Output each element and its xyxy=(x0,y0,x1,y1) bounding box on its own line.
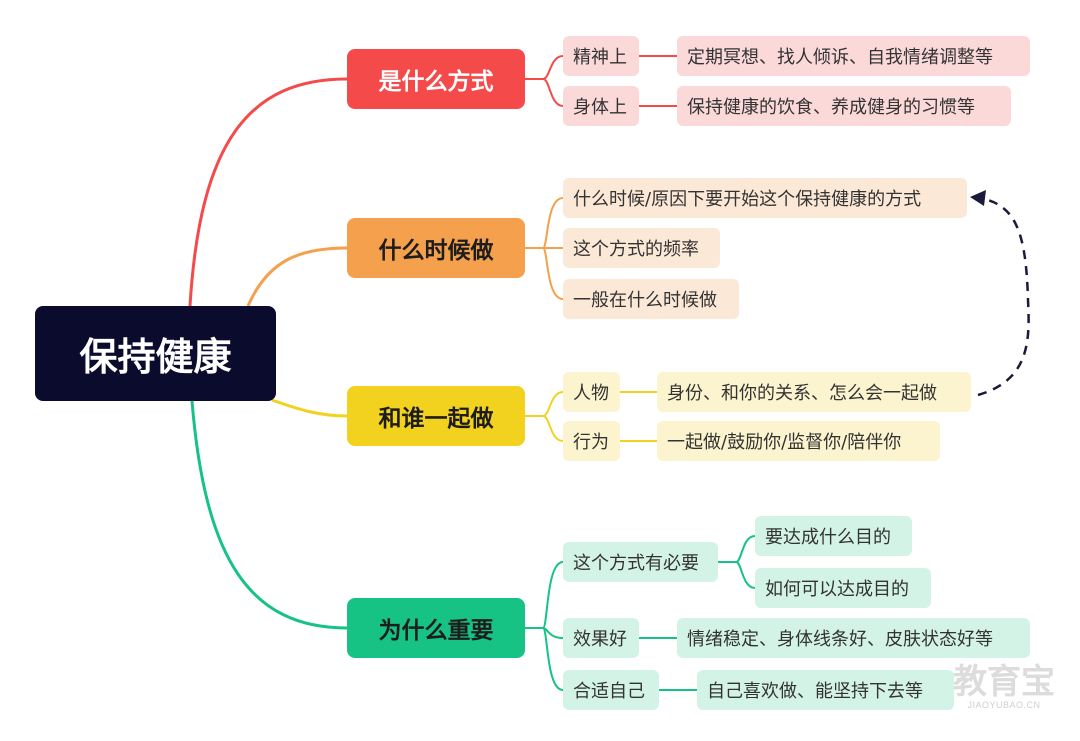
branch-with-whom[interactable]: 和谁一起做 xyxy=(347,386,525,446)
branch-when[interactable]: 什么时候做 xyxy=(347,218,525,278)
connector-yellow-2 xyxy=(542,415,564,442)
topic-person-detail[interactable]: 身份、和你的关系、怎么会一起做 xyxy=(657,372,971,412)
connector-green-4 xyxy=(718,535,756,563)
topic-behavior[interactable]: 行为 xyxy=(563,421,620,461)
topic-suitable[interactable]: 合适自己 xyxy=(563,670,659,710)
topic-suitable-detail[interactable]: 自己喜欢做、能坚持下去等 xyxy=(697,670,954,710)
connector-green-5 xyxy=(735,561,756,589)
topic-behavior-detail[interactable]: 一起做/鼓励你/监督你/陪伴你 xyxy=(657,421,940,461)
topic-mental-detail[interactable]: 定期冥想、找人倾诉、自我情绪调整等 xyxy=(677,36,1030,76)
topic-good-effect[interactable]: 效果好 xyxy=(563,618,639,658)
connector-root-green xyxy=(190,400,348,630)
relationship-dashed-arrow xyxy=(977,196,1030,397)
connector-green-3 xyxy=(542,627,564,691)
connector-root-orange xyxy=(246,246,348,307)
branch-why-important[interactable]: 为什么重要 xyxy=(347,598,525,658)
topic-good-effect-detail[interactable]: 情绪稳定、身体线条好、皮肤状态好等 xyxy=(677,618,1030,658)
connector-yellow-1 xyxy=(525,391,564,417)
topic-physical[interactable]: 身体上 xyxy=(563,86,639,126)
topic-usual-time[interactable]: 一般在什么时候做 xyxy=(563,279,739,319)
connector-root-red xyxy=(188,77,348,307)
connector-red-1 xyxy=(525,55,564,80)
topic-when-reason[interactable]: 什么时候/原因下要开始这个保持健康的方式 xyxy=(563,178,967,218)
topic-person[interactable]: 人物 xyxy=(563,372,620,412)
topic-physical-detail[interactable]: 保持健康的饮食、养成健身的习惯等 xyxy=(677,86,1011,126)
topic-necessary[interactable]: 这个方式有必要 xyxy=(563,542,718,582)
branch-what-method[interactable]: 是什么方式 xyxy=(347,49,525,109)
root-topic[interactable]: 保持健康 xyxy=(35,306,276,401)
topic-mental[interactable]: 精神上 xyxy=(563,36,639,76)
relationship-arrowhead-icon xyxy=(970,190,986,206)
connector-green-1 xyxy=(525,561,564,629)
connector-orange-3 xyxy=(542,247,564,300)
connector-orange-1 xyxy=(525,197,564,249)
topic-frequency[interactable]: 这个方式的频率 xyxy=(563,228,720,268)
topic-goal[interactable]: 要达成什么目的 xyxy=(755,516,912,556)
connector-red-2 xyxy=(542,78,564,107)
topic-achieve-goal[interactable]: 如何可以达成目的 xyxy=(755,568,931,608)
connector-root-yellow xyxy=(271,398,348,418)
